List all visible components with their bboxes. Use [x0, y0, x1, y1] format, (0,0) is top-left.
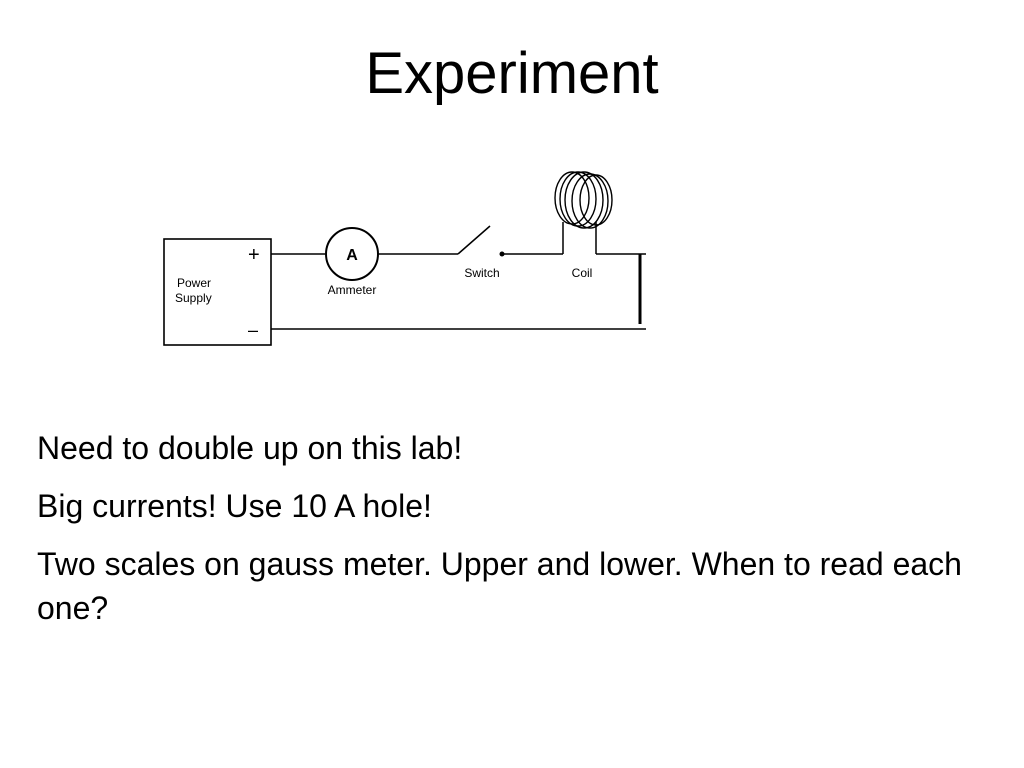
slide-title: Experiment: [365, 41, 659, 106]
bullet-item: Need to double up on this lab!: [37, 430, 463, 466]
ammeter-label: Ammeter: [328, 283, 377, 297]
ammeter-symbol: A: [346, 247, 358, 264]
bullet-list: Need to double up on this lab! Big curre…: [37, 426, 997, 644]
switch-label: Switch: [464, 266, 499, 280]
coil-loops: [554, 171, 613, 229]
bullet-item: Big currents! Use 10 A hole!: [37, 488, 432, 524]
minus-terminal: –: [248, 320, 258, 340]
circuit-diagram: Power Supply + – A Ammeter Switch Coil: [163, 171, 646, 346]
plus-terminal: +: [248, 244, 260, 266]
bullet-item: Two scales on gauss meter. Upper and low…: [37, 546, 962, 626]
power-supply-box: [163, 238, 272, 346]
coil-label: Coil: [572, 266, 593, 280]
switch-blade: [457, 225, 491, 255]
power-supply-label-line2: Supply: [175, 291, 212, 305]
power-supply-label-line1: Power: [177, 276, 211, 290]
